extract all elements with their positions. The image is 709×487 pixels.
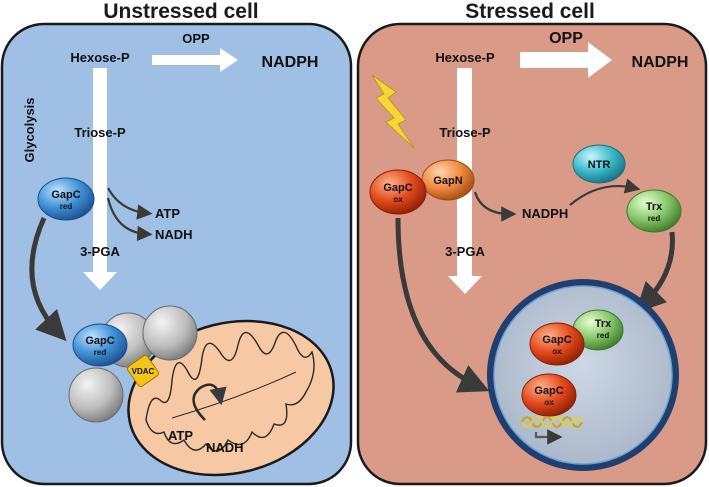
- hexose-label: Hexose-P: [70, 50, 130, 65]
- nuc-gapc1-state-label: ox: [552, 347, 562, 356]
- nadh-label: NADH: [155, 227, 193, 242]
- unstressed-title: Unstressed cell: [103, 0, 258, 23]
- mito-gapc-label: GapC: [85, 335, 114, 347]
- unstressed-panel: Unstressed cell Glycolysis Hexose-P OPP …: [0, 0, 353, 486]
- stressed-gapc-enzyme: [369, 169, 427, 215]
- stressed-pga-label: 3-PGA: [445, 244, 485, 259]
- dna-helix-icon: [521, 416, 583, 428]
- protein-complex: [68, 305, 198, 423]
- nuc-gapc-enzyme-2: [521, 373, 577, 417]
- atp-branch-arrow: [107, 187, 153, 220]
- gapc-red-enzyme: [37, 177, 95, 221]
- glycolysis-label: Glycolysis: [22, 97, 37, 162]
- nuc-trx-state-label: red: [597, 331, 610, 340]
- nadph-label: NADPH: [262, 54, 319, 71]
- vdac-label: VDAC: [132, 367, 155, 376]
- gapn-label: GapN: [433, 175, 462, 187]
- ntr-label: NTR: [588, 159, 611, 171]
- stressed-opp-label: OPP: [549, 30, 583, 47]
- stressed-opp-arrow: [520, 42, 612, 78]
- atp-label: ATP: [155, 206, 180, 221]
- trx-label: Trx: [646, 201, 663, 213]
- nuc-gapc2-state-label: ox: [544, 398, 554, 407]
- trx-to-nucleus-arrow: [635, 231, 675, 313]
- mitochondrion: [127, 319, 335, 477]
- mito-gapc-state-label: red: [94, 348, 107, 357]
- mito-atp-label: ATP: [168, 428, 193, 443]
- stressed-panel: Stressed cell Hexose-P OPP NADPH Triose-…: [356, 0, 708, 486]
- gapc-label: GapC: [51, 189, 80, 201]
- lightning-icon: [371, 74, 415, 149]
- nuc-gapc-enzyme-1: [529, 322, 585, 366]
- mito-nadh-label: NADH: [206, 440, 244, 455]
- gapc-state-label: red: [60, 202, 73, 211]
- nuc-gapc1-label: GapC: [542, 334, 571, 346]
- nuc-gapc2-label: GapC: [534, 385, 563, 397]
- vdac-channel: [126, 354, 160, 388]
- nuc-trx-label: Trx: [595, 318, 612, 330]
- gapn-to-nadph-arrow: [473, 191, 517, 222]
- opp-arrow: [152, 48, 238, 72]
- glycolysis-arrow: [83, 68, 117, 290]
- mito-cycle-arrow: [192, 383, 227, 421]
- transcription-arrow: [534, 429, 563, 445]
- stressed-title: Stressed cell: [465, 0, 595, 23]
- trx-enzyme: [626, 189, 682, 233]
- nucleus: [487, 279, 679, 471]
- stressed-gapc-state-label: ox: [393, 195, 403, 204]
- stressed-nadph-mid-label: NADPH: [522, 206, 568, 221]
- stressed-nadph-label: NADPH: [632, 54, 689, 71]
- triose-label: Triose-P: [74, 125, 126, 140]
- opp-label: OPP: [182, 31, 210, 46]
- pga-label: 3-PGA: [80, 244, 120, 259]
- gapc-to-mito-arrow: [29, 216, 67, 342]
- stressed-gapc-label: GapC: [383, 182, 412, 194]
- nadph-to-trx-arrow: [569, 178, 641, 206]
- trx-state-label: red: [648, 214, 661, 223]
- stressed-hexose-label: Hexose-P: [435, 50, 495, 65]
- nadh-branch-arrow: [106, 197, 153, 242]
- ntr-enzyme: [572, 144, 626, 184]
- mito-gapc-enzyme: [72, 323, 128, 367]
- gapc-to-nucleus-arrow: [395, 217, 490, 393]
- stressed-triose-label: Triose-P: [439, 125, 491, 140]
